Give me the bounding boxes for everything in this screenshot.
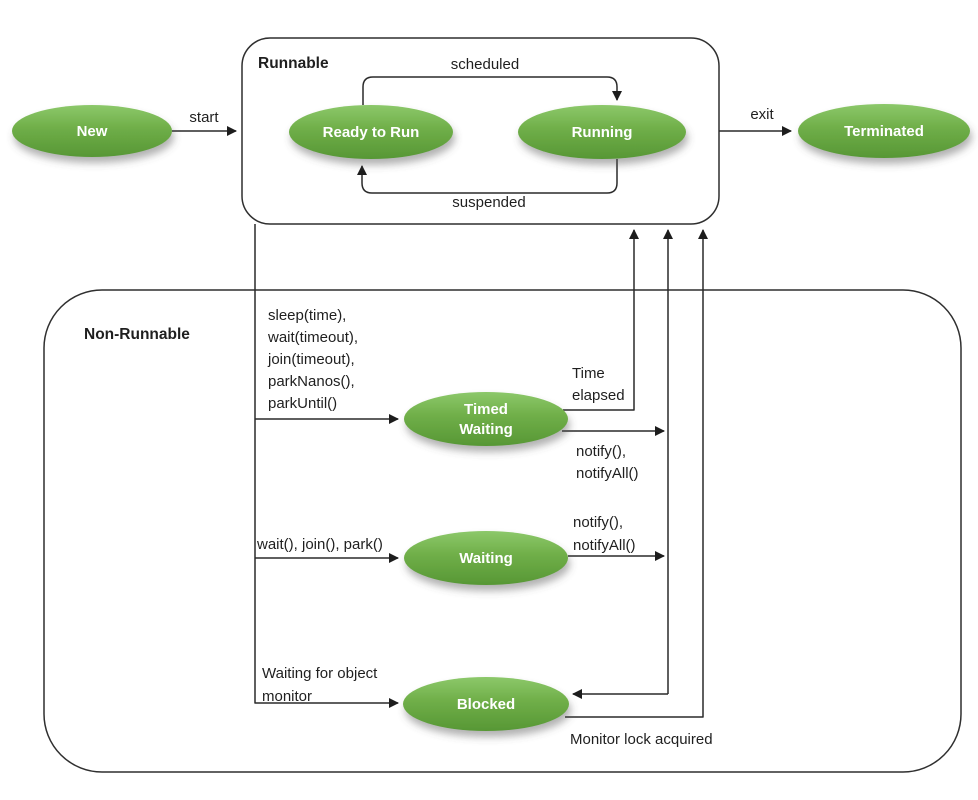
label-suspended: suspended [452, 194, 525, 211]
state-blocked [403, 677, 569, 731]
non-runnable-container [43, 289, 962, 773]
label-timed-waiting-notify-line1: notify(), [576, 443, 626, 460]
label-monitor-lock-acquired: Monitor lock acquired [570, 731, 713, 748]
non-runnable-container-label: Non-Runnable [84, 326, 190, 343]
state-timed-waiting-label-line2: Waiting [459, 421, 513, 438]
state-terminated-label: Terminated [844, 123, 924, 140]
label-to-blocked-line2: monitor [262, 688, 312, 705]
arrow-scheduled [362, 76, 622, 105]
state-waiting [404, 531, 568, 585]
arrow-monitor-lock-acquired [565, 229, 708, 718]
label-to-timed-waiting-line1: sleep(time), [268, 307, 346, 324]
label-scheduled: scheduled [451, 56, 519, 73]
state-terminated [798, 104, 970, 158]
label-time-elapsed-line2: elapsed [572, 387, 625, 404]
state-new-label: New [77, 123, 108, 140]
arrow-suspended [357, 159, 618, 194]
state-timed-waiting [404, 392, 568, 446]
state-new [12, 105, 172, 157]
state-blocked-label: Blocked [457, 696, 515, 713]
label-to-timed-waiting-line5: parkUntil() [268, 395, 337, 412]
label-time-elapsed-line1: Time [572, 365, 605, 382]
state-ready-to-run [289, 105, 453, 159]
runnable-container-label: Runnable [258, 55, 329, 72]
label-waiting-notify-line1: notify(), [573, 514, 623, 531]
label-to-waiting: wait(), join(), park() [256, 536, 383, 553]
label-to-blocked-line1: Waiting for object [262, 665, 378, 682]
state-waiting-label: Waiting [459, 550, 513, 567]
arrow-runnable-to-blocked [254, 224, 399, 708]
label-timed-waiting-notify-line2: notifyAll() [576, 465, 639, 482]
label-start: start [189, 109, 219, 126]
arrow-time-elapsed [563, 229, 639, 411]
label-to-timed-waiting-line3: join(timeout), [267, 351, 355, 368]
label-exit: exit [750, 106, 774, 123]
state-ready-to-run-label: Ready to Run [323, 124, 420, 141]
state-running-label: Running [572, 124, 633, 141]
label-to-timed-waiting-line4: parkNanos(), [268, 373, 355, 390]
state-timed-waiting-label-line1: Timed [464, 401, 508, 418]
state-running [518, 105, 686, 159]
label-to-timed-waiting-line2: wait(timeout), [267, 329, 358, 346]
label-waiting-notify-line2: notifyAll() [573, 537, 636, 554]
